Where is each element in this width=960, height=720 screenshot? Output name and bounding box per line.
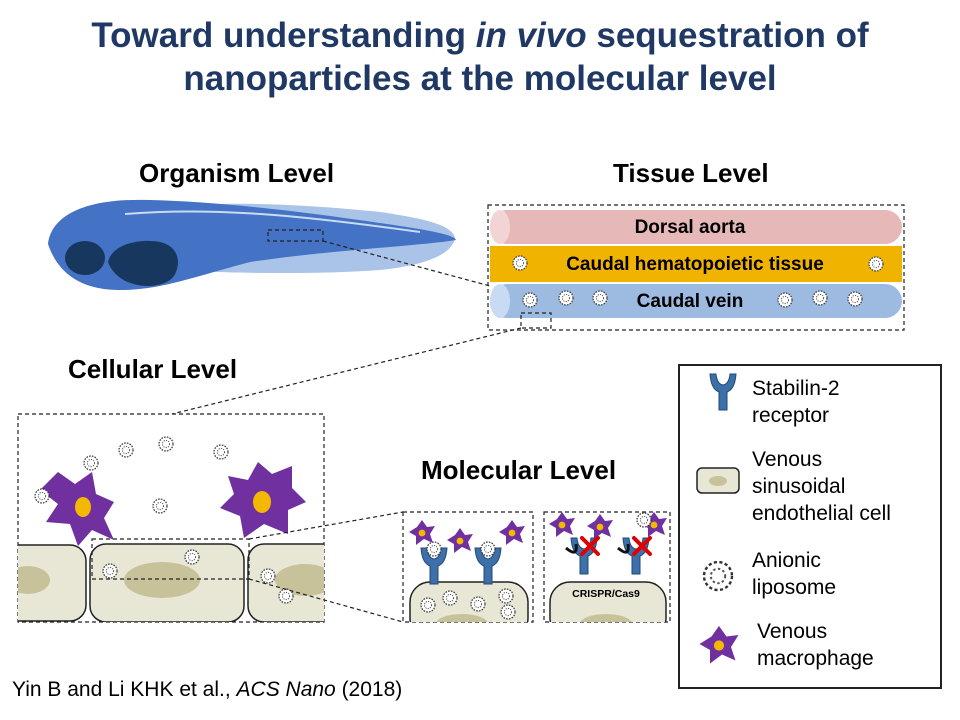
title-line-1: Toward understanding in vivo sequestrati… <box>91 16 869 55</box>
caudal-vein-label: Caudal vein <box>636 291 744 312</box>
legend-endothelial-label: Venous sinusoidal endothelial cell <box>752 448 891 525</box>
molecular-level-label: Molecular Level <box>421 455 617 485</box>
liposome-icon <box>213 444 229 460</box>
liposome-icon <box>868 256 884 272</box>
liposome-icon <box>420 597 436 613</box>
liposome-icon <box>512 255 528 271</box>
liposome-icon <box>118 442 134 458</box>
liposome-icon <box>152 498 168 514</box>
liposome-icon <box>702 560 734 592</box>
title-line-2: nanoparticles at the molecular level <box>183 59 777 98</box>
tissue-level-label: Tissue Level <box>613 158 769 188</box>
liposome-icon <box>500 604 516 620</box>
macrophage-icon <box>409 520 435 545</box>
endothelial-cell <box>18 544 87 622</box>
legend-macrophage-label: Venous macrophage <box>757 620 874 670</box>
citation: Yin B and Li KHK et al., ACS Nano (2018) <box>12 678 403 701</box>
liposome-icon <box>470 596 486 612</box>
liposome-icon <box>592 290 608 306</box>
cellular-level-label: Cellular Level <box>68 354 238 384</box>
liposome-icon <box>777 292 793 308</box>
macrophage-illustration <box>40 472 114 546</box>
liposome-icon <box>102 563 118 579</box>
legend-panel <box>678 364 942 689</box>
liposome-icon <box>480 541 496 557</box>
caudal-hematopoietic-tissue-label: Caudal hematopoietic tissue <box>566 254 824 275</box>
organism-level-label: Organism Level <box>139 158 335 188</box>
liposome-icon <box>83 455 99 471</box>
liposome-icon <box>636 512 652 528</box>
dorsal-aorta-label: Dorsal aorta <box>634 217 746 238</box>
liposome-icon <box>158 436 174 452</box>
liposome-icon <box>426 541 442 557</box>
zebrafish-illustration <box>48 199 456 290</box>
liposome-icon <box>442 590 458 606</box>
liposome-icon <box>260 568 276 584</box>
molecular-panel-wildtype <box>402 511 534 623</box>
liposome-icon <box>522 292 538 308</box>
molecular-panel-crispr: CRISPR/Cas9 <box>543 511 671 623</box>
macrophage-illustration <box>220 462 306 538</box>
macrophage-icon <box>499 520 525 545</box>
cellular-panel <box>17 413 325 623</box>
page-title: Toward understanding in vivo sequestrati… <box>0 14 960 100</box>
macrophage-icon <box>447 528 473 553</box>
crispr-label: CRISPR/Cas9 <box>572 588 640 600</box>
endothelial-cell-icon <box>696 467 740 494</box>
tissue-panel <box>487 204 905 331</box>
macrophage-icon <box>587 514 613 539</box>
legend-liposome-label: Anionic liposome <box>752 549 837 599</box>
liposome-icon <box>498 588 514 604</box>
macrophage-icon <box>549 512 575 537</box>
liposome-icon <box>812 290 828 306</box>
liposome-icon <box>847 291 863 307</box>
liposome-icon <box>184 549 200 565</box>
legend-stabilin-label: Stabilin-2 receptor <box>752 377 840 427</box>
liposome-icon <box>558 290 574 306</box>
liposome-icon <box>34 488 50 504</box>
